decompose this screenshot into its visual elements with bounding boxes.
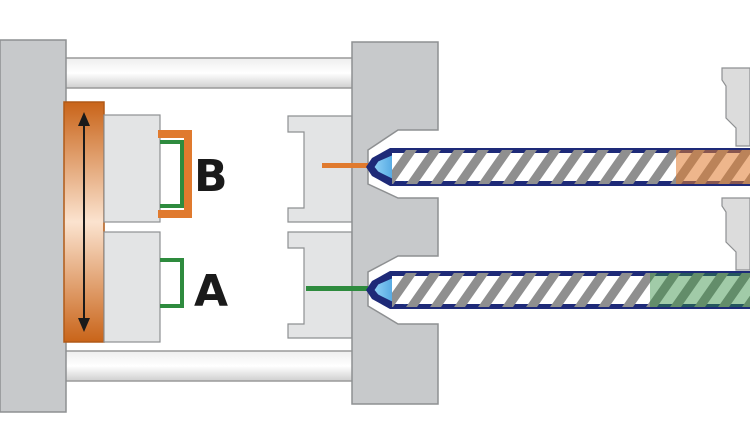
molded-part-b	[158, 130, 192, 218]
hopper-bottom	[721, 197, 750, 271]
injection-unit-bottom	[366, 271, 750, 309]
molded-part-a	[160, 258, 184, 308]
injection-unit-top	[366, 148, 750, 186]
double-headed-arrow-icon	[78, 112, 90, 332]
moving-platen	[0, 39, 67, 413]
cavity-insert-top	[287, 115, 353, 223]
core-half-b	[103, 114, 161, 223]
screw-top	[392, 150, 750, 184]
tie-rod-bottom	[61, 350, 355, 382]
runner-orange	[322, 163, 368, 168]
label-a: A	[194, 266, 228, 317]
runner-green	[306, 286, 368, 291]
fixed-platen	[351, 41, 439, 405]
cavity-insert-bottom	[287, 231, 353, 339]
screw-bottom	[392, 273, 750, 307]
label-b: B	[194, 151, 228, 202]
core-half-a	[103, 231, 161, 343]
tie-rod-top	[61, 57, 355, 89]
hopper-top	[721, 67, 750, 147]
